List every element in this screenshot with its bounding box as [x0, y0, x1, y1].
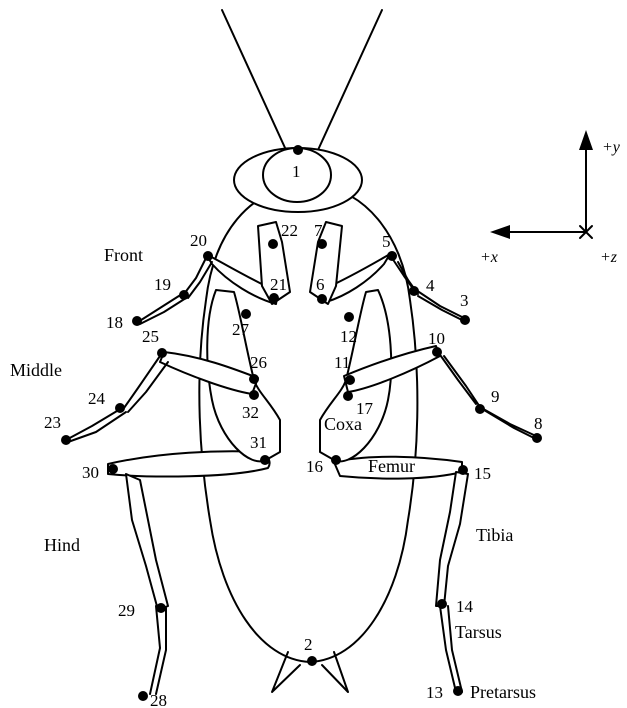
keypoint-label-16: 16: [306, 457, 323, 476]
keypoint-label-20: 20: [190, 231, 207, 250]
keypoint-dot-4: [409, 286, 419, 296]
keypoint-dot-18: [132, 316, 142, 326]
keypoint-label-1: 1: [292, 162, 301, 181]
keypoint-label-8: 8: [534, 414, 543, 433]
keypoint-label-23: 23: [44, 413, 61, 432]
keypoint-label-5: 5: [382, 232, 391, 251]
keypoint-dot-28: [138, 691, 148, 701]
middle-left-tarsus: [66, 408, 126, 442]
keypoint-dot-1: [293, 145, 303, 155]
keypoint-dot-8: [532, 433, 542, 443]
x-axis-label: +x: [480, 249, 498, 266]
keypoint-label-18: 18: [106, 313, 123, 332]
hind-right-tarsus: [440, 606, 462, 692]
z-axis-label: +z: [600, 249, 618, 266]
keypoint-dot-24: [115, 403, 125, 413]
hind-right-tibia: [436, 472, 468, 606]
y-axis-arrowhead: [579, 130, 593, 150]
keypoint-dot-7: [317, 239, 327, 249]
keypoint-label-9: 9: [491, 387, 500, 406]
femur-label: Femur: [368, 456, 415, 476]
middle-left-tibia: [124, 356, 168, 412]
keypoint-label-19: 19: [154, 275, 171, 294]
keypoint-dot-9: [475, 404, 485, 414]
keypoint-dot-16: [331, 455, 341, 465]
keypoint-label-29: 29: [118, 601, 135, 620]
middle-right-tarsus: [478, 406, 538, 440]
keypoint-dot-29: [156, 603, 166, 613]
segment-labels: Front Middle Hind: [10, 245, 143, 555]
keypoint-dot-3: [460, 315, 470, 325]
keypoint-dot-15: [458, 465, 468, 475]
middle-label: Middle: [10, 360, 62, 380]
keypoint-label-28: 28: [150, 691, 167, 708]
keypoint-dot-10: [432, 347, 442, 357]
front-label: Front: [104, 245, 143, 265]
keypoint-dot-25: [157, 348, 167, 358]
keypoint-dot-5: [387, 251, 397, 261]
keypoint-label-13: 13: [426, 683, 443, 702]
keypoint-dot-22: [268, 239, 278, 249]
keypoint-dot-19: [179, 290, 189, 300]
keypoint-label-10: 10: [428, 329, 445, 348]
hind-left-tibia: [126, 474, 168, 610]
keypoint-dot-30: [108, 464, 118, 474]
keypoint-label-17: 17: [356, 399, 374, 418]
keypoint-label-14: 14: [456, 597, 474, 616]
keypoint-dot-31: [260, 455, 270, 465]
hind-label: Hind: [44, 535, 80, 555]
keypoint-label-6: 6: [316, 275, 325, 294]
keypoint-dot-2: [307, 656, 317, 666]
tibia-label: Tibia: [476, 525, 513, 545]
front-right-tarsus: [416, 290, 466, 322]
keypoint-label-31: 31: [250, 433, 267, 452]
keypoint-label-26: 26: [250, 353, 267, 372]
keypoint-dot-17: [343, 391, 353, 401]
keypoint-dot-14: [437, 599, 447, 609]
keypoint-dot-13: [453, 686, 463, 696]
keypoint-dot-23: [61, 435, 71, 445]
keypoint-dot-12: [344, 312, 354, 322]
pretarsus-label: Pretarsus: [470, 682, 536, 702]
keypoint-label-7: 7: [314, 221, 323, 240]
keypoint-label-30: 30: [82, 463, 99, 482]
keypoint-dot-27: [241, 309, 251, 319]
middle-right-tibia: [438, 352, 482, 410]
keypoint-label-21: 21: [270, 275, 287, 294]
keypoint-label-27: 27: [232, 320, 250, 339]
keypoint-label-4: 4: [426, 276, 435, 295]
keypoint-label-32: 32: [242, 403, 259, 422]
keypoint-label-22: 22: [281, 221, 298, 240]
keypoint-dot-20: [203, 251, 213, 261]
x-axis-arrowhead: [490, 225, 510, 239]
front-left-tarsus: [138, 294, 186, 324]
keypoint-dot-26: [249, 374, 259, 384]
keypoint-label-11: 11: [334, 353, 350, 372]
keypoint-label-25: 25: [142, 327, 159, 346]
keypoint-label-12: 12: [340, 327, 357, 346]
tarsus-label: Tarsus: [455, 622, 502, 642]
antennae: [222, 10, 382, 150]
axis-indicator: +y +x +z: [480, 130, 621, 266]
left-antenna: [222, 10, 286, 150]
hind-left-tarsus: [150, 606, 166, 694]
keypoint-dot-11: [345, 375, 355, 385]
keypoint-label-3: 3: [460, 291, 469, 310]
keypoint-label-15: 15: [474, 464, 491, 483]
keypoint-dot-32: [249, 390, 259, 400]
right-antenna: [318, 10, 382, 150]
keypoint-label-24: 24: [88, 389, 106, 408]
y-axis-label: +y: [602, 139, 621, 156]
keypoint-label-2: 2: [304, 635, 313, 654]
keypoint-dot-21: [269, 293, 279, 303]
keypoint-dot-6: [317, 294, 327, 304]
